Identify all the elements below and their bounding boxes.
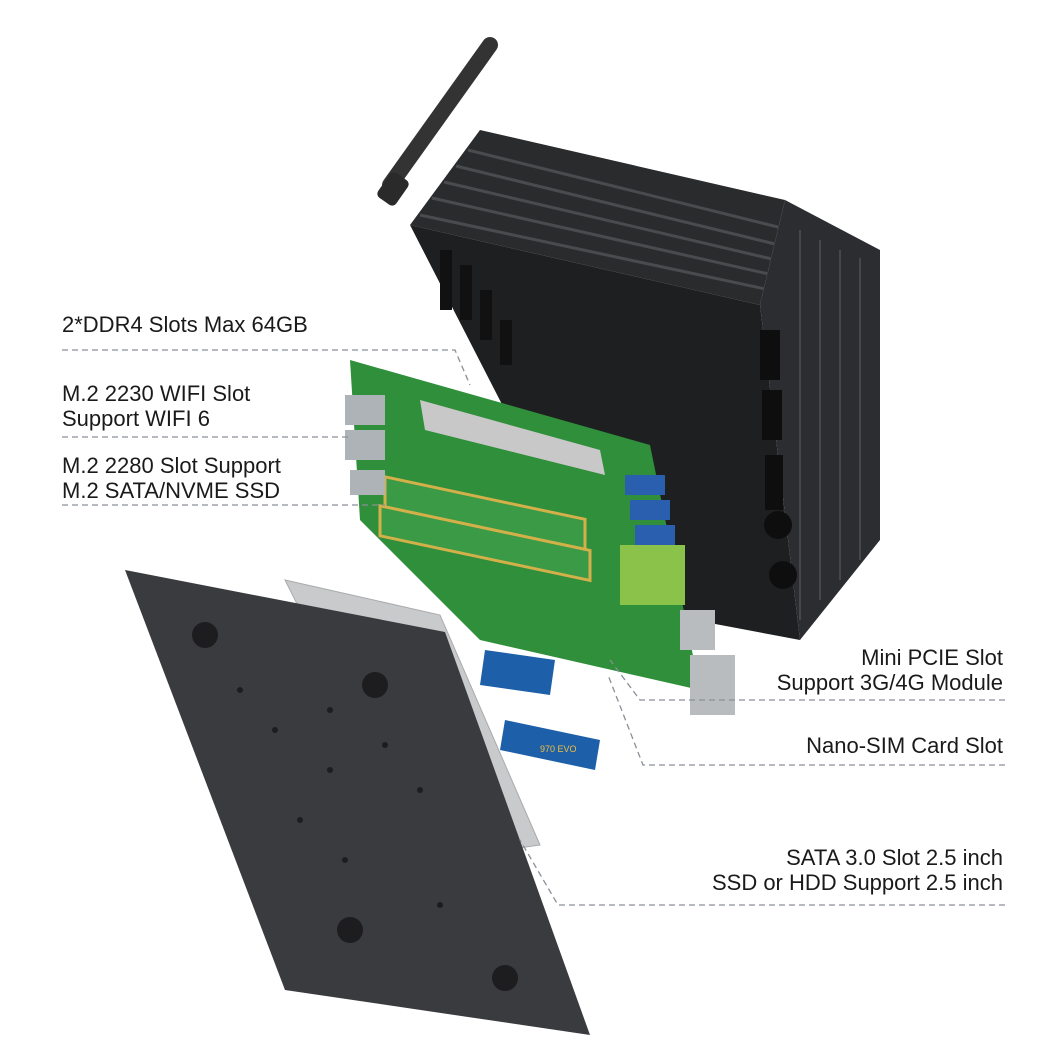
callout-wifi: M.2 2230 WIFI Slot Support WIFI 6 [62, 381, 250, 431]
callout-wifi-line1: M.2 2230 WIFI Slot [62, 381, 251, 406]
callout-ddr4-text: 2*DDR4 Slots Max 64GB [62, 312, 308, 337]
callout-nano-sim: Nano-SIM Card Slot [806, 733, 1003, 758]
callout-sata-line2: SSD or HDD Support 2.5 inch [711, 870, 1003, 895]
leader-lines [62, 349, 1005, 906]
callout-mini-pcie-line2: Support 3G/4G Module [776, 670, 1003, 695]
callout-ddr4: 2*DDR4 Slots Max 64GB [62, 312, 308, 337]
leader-nano-sim [607, 674, 1005, 766]
callout-mini-pcie: Mini PCIE Slot Support 3G/4G Module [777, 645, 1003, 695]
callout-m2-2280: M.2 2280 Slot Support M.2 SATA/NVME SSD [62, 453, 281, 503]
callout-sata: SATA 3.0 Slot 2.5 inch SSD or HDD Suppor… [712, 845, 1003, 895]
antenna [377, 37, 498, 206]
bottom-plate [125, 570, 590, 1035]
callout-wifi-line2: Support WIFI 6 [62, 406, 210, 431]
callout-mini-pcie-line1: Mini PCIE Slot [861, 645, 1003, 670]
callout-sata-line1: SATA 3.0 Slot 2.5 inch [786, 845, 1003, 870]
svg-text:970 EVO: 970 EVO [540, 744, 577, 754]
callout-m2-line1: M.2 2280 Slot Support [62, 453, 281, 478]
callout-m2-line2: M.2 SATA/NVME SSD [62, 478, 281, 503]
metal-case [410, 130, 880, 640]
m2-ssd: 970 EVO [480, 650, 600, 770]
leader-mini-pcie [609, 659, 1005, 701]
leader-ddr4 [62, 349, 471, 386]
motherboard [345, 360, 735, 715]
callout-nano-sim-text: Nano-SIM Card Slot [806, 733, 1003, 758]
